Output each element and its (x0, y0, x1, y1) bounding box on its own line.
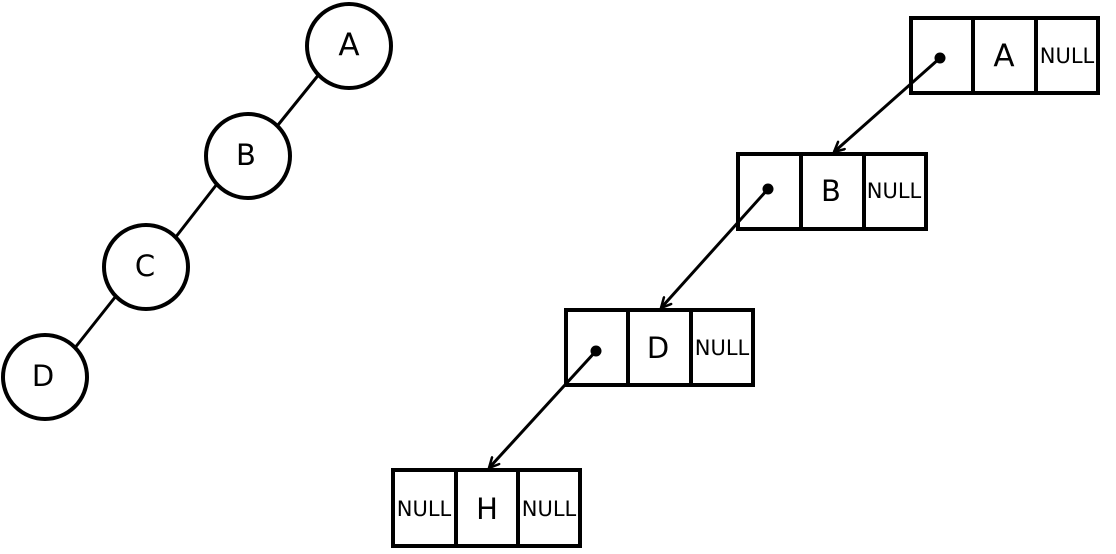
null-label: NULL (1040, 44, 1095, 68)
tree-edge-c-d (72, 295, 118, 350)
linked-node-b: B NULL (736, 152, 928, 231)
tree-node-d: D (1, 333, 89, 421)
tree-edge-a-b (276, 72, 322, 126)
linked-node-h: NULL H NULL (391, 468, 582, 548)
linked-node-value: D (647, 331, 669, 365)
pointer-arrow-a-b (834, 56, 941, 152)
null-label: NULL (695, 336, 750, 360)
tree-node-a: A (305, 2, 393, 90)
tree-node-label: D (32, 359, 54, 393)
tree-edge-b-c (173, 183, 219, 239)
tree-node-label: C (135, 249, 155, 283)
pointer-arrow-d-h (489, 349, 598, 468)
linked-node-value: H (476, 492, 498, 526)
linked-node-a: A NULL (909, 16, 1100, 95)
tree-node-c: C (102, 223, 190, 311)
linked-node-d: D NULL (564, 308, 755, 387)
linked-node-value: A (993, 39, 1014, 75)
null-label: NULL (397, 497, 452, 521)
null-label: NULL (522, 497, 577, 521)
binary-tree: A B C D (1, 2, 393, 421)
pointer-arrow-b-d (661, 187, 770, 308)
tree-node-label: B (236, 138, 256, 172)
linked-structure: A NULL B NULL D NULL NULL H (391, 16, 1100, 548)
tree-node-b: B (204, 112, 292, 200)
null-label: NULL (867, 179, 922, 203)
linked-node-value: B (821, 174, 841, 208)
tree-node-label: A (338, 28, 359, 64)
